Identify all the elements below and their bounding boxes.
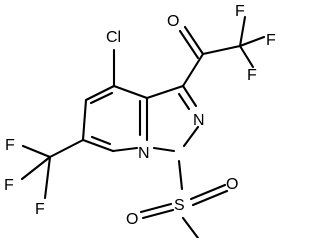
- atom-label-oxygen: O: [226, 176, 238, 193]
- bond-substituent: [43, 155, 52, 200]
- atom-label-nitrogen: N: [193, 112, 205, 129]
- atom-label-sulfur: S: [174, 197, 185, 214]
- atom-label-fluorine: F: [266, 32, 276, 49]
- bond-ring-inner: [177, 92, 191, 111]
- atom-label-oxygen: O: [126, 211, 138, 228]
- bond-sulfonyl: [189, 183, 227, 201]
- bond-substituent: [238, 35, 266, 48]
- bond-ring: [145, 84, 185, 100]
- atom-label-fluorine: F: [247, 67, 257, 84]
- bond-sulfonyl: [139, 202, 173, 214]
- bond-carbonyl: [183, 25, 205, 56]
- bond-ring: [182, 125, 200, 148]
- bond-ring: [81, 138, 115, 153]
- bond-ring-inner: [89, 91, 114, 105]
- bond-ring: [111, 146, 139, 153]
- bond-ring: [112, 84, 149, 100]
- bond-sulfonyl: [141, 208, 175, 220]
- bond-sulfonyl: [191, 189, 229, 207]
- bond-ring-inner: [90, 135, 112, 146]
- bond-substituent: [181, 52, 205, 88]
- bond-substituent: [20, 155, 52, 181]
- atom-label-fluorine: F: [4, 177, 14, 194]
- bond-ring: [181, 84, 198, 108]
- bond-substituent: [201, 44, 242, 56]
- atom-label-chlorine: Cl: [106, 29, 121, 46]
- atom-label-fluorine: F: [35, 201, 45, 218]
- atom-label-nitrogen: N: [138, 145, 150, 162]
- atom-labels: Cl O F F F N N F F F S O O: [4, 3, 276, 228]
- bond-ring: [84, 84, 116, 102]
- bond-substituent: [177, 159, 184, 191]
- bond-substituent: [21, 144, 52, 159]
- bond-carbonyl: [178, 29, 200, 60]
- atom-label-fluorine: F: [5, 137, 15, 154]
- bond-substituent: [181, 216, 200, 238]
- atom-label-oxygen: O: [167, 13, 179, 30]
- bond-substituent: [48, 138, 85, 159]
- bond-substituent: [238, 44, 255, 69]
- bonds: [20, 15, 266, 238]
- bond-ring: [152, 146, 176, 153]
- atom-label-fluorine: F: [235, 3, 245, 20]
- bond-substituent: [238, 15, 247, 48]
- chemical-structure-diagram: Cl O F F F N N F F F S O O: [4, 3, 276, 238]
- bond-ring: [81, 98, 88, 142]
